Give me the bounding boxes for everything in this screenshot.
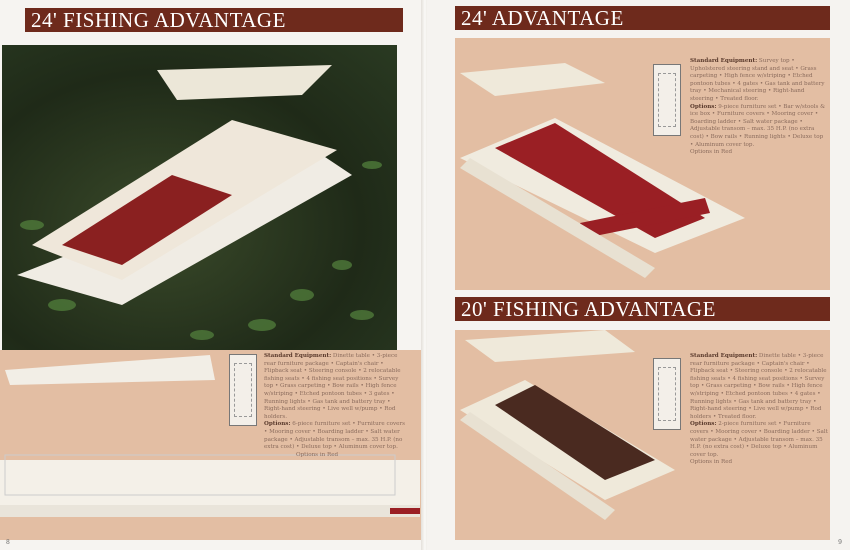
left-page: 24' FISHING ADVANTAGE Standard Equipment… [0,0,423,550]
boat-panel-20-fishing [455,330,830,540]
page-header: 24' FISHING ADVANTAGE [25,8,403,32]
floor-plan-diagram [653,64,681,136]
boat-panel-24-fishing [0,350,422,540]
boat-photo-lake [2,45,397,350]
boat-panel-24-advantage [455,38,830,290]
floor-plan-diagram [229,354,257,426]
page-gutter [421,0,429,550]
spec-text: Standard Equipment: Dinette table • 3-pi… [264,353,405,458]
page-number: 8 [6,539,10,546]
page-number: 9 [838,539,842,546]
section-header: 24' ADVANTAGE [455,6,830,30]
spec-text: Standard Equipment: Survey top • Upholst… [690,58,826,156]
section-header: 20' FISHING ADVANTAGE [455,297,830,321]
spec-text: Standard Equipment: Dinette table • 3-pi… [690,353,828,466]
right-page: 24' ADVANTAGE Standard Equipment: Survey… [427,0,850,550]
floor-plan-diagram [653,358,681,430]
